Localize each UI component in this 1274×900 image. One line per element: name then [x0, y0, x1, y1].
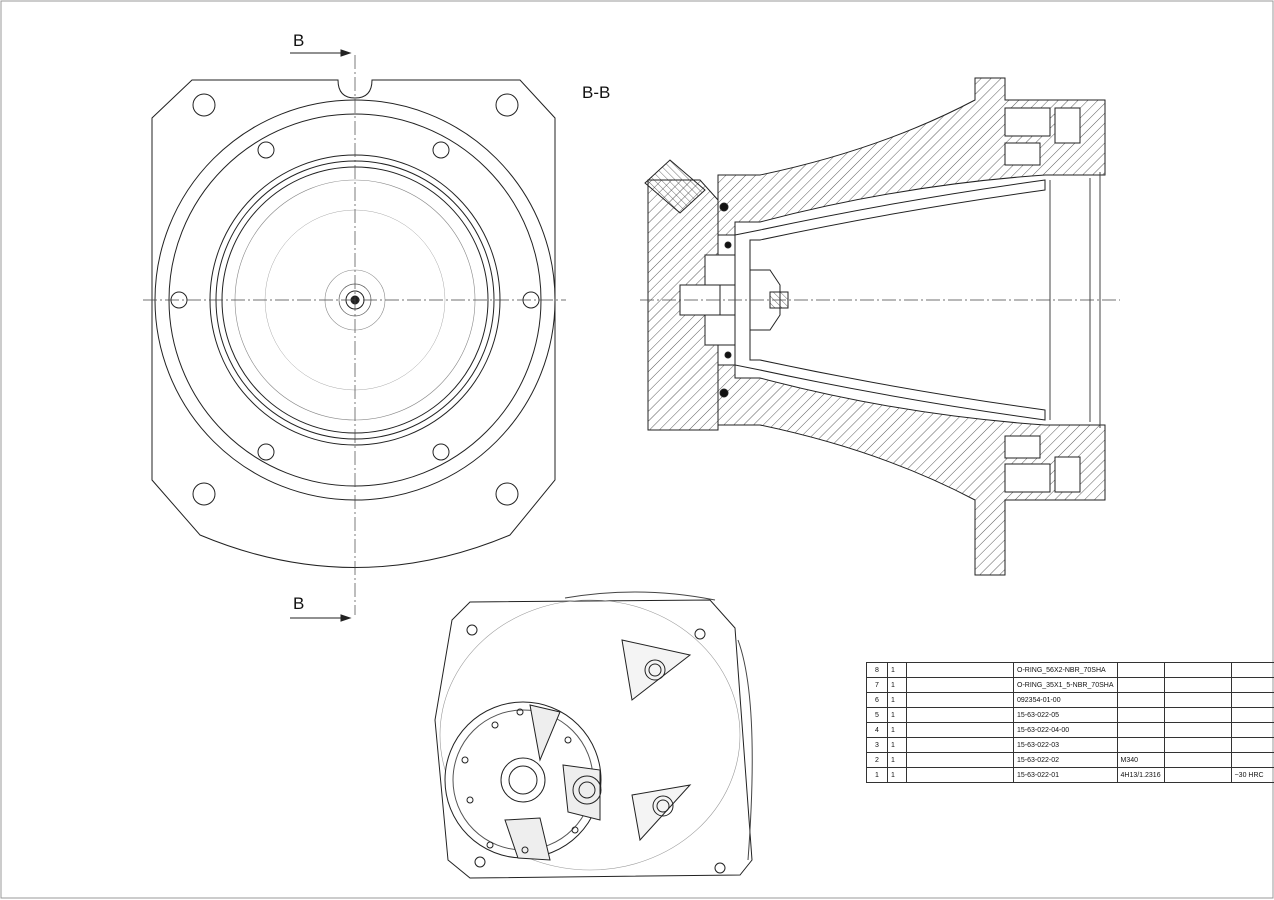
parts-list-cell-material: M340	[1116, 752, 1165, 768]
parts-list-cell-qty: 1	[887, 677, 907, 693]
parts-list-cell-material	[1116, 662, 1165, 678]
parts-list-cell-note	[1230, 737, 1274, 753]
parts-list-cell-name	[906, 707, 1014, 723]
parts-list-cell-name	[906, 767, 1014, 783]
parts-list-cell-pos: 1	[866, 767, 888, 783]
section-marker-top: B	[293, 31, 305, 50]
parts-list-cell-note: ~30 HRC	[1230, 767, 1274, 783]
parts-list-cell-extra	[1163, 707, 1232, 723]
parts-list-cell-qty: 1	[887, 722, 907, 738]
parts-list-cell-note	[1230, 722, 1274, 738]
parts-list-cell-qty: 1	[887, 737, 907, 753]
parts-list-cell-qty: 1	[887, 707, 907, 723]
housing-lower-wall	[717, 364, 1106, 576]
parts-list-cell-id: O-RING_35X1_5-NBR_70SHA	[1013, 677, 1118, 693]
parts-list-cell-pos: 8	[866, 662, 888, 678]
parts-list-cell-pos: 4	[866, 722, 888, 738]
parts-list-cell-extra	[1163, 752, 1232, 768]
parts-list-cell-name	[906, 752, 1014, 768]
section-view	[640, 77, 1120, 576]
parts-list-cell-material	[1116, 677, 1165, 693]
parts-list-cell-pos: 3	[866, 737, 888, 753]
parts-list-cell-name	[906, 677, 1014, 693]
isometric-view	[434, 591, 753, 879]
parts-list-cell-name	[906, 722, 1014, 738]
flange-outline	[151, 79, 556, 568]
bolt-hole	[495, 482, 519, 506]
parts-list-cell-id: O-RING_56X2-NBR_70SHA	[1013, 662, 1118, 678]
parts-list-cell-extra	[1163, 722, 1232, 738]
parts-list-cell-qty: 1	[887, 767, 907, 783]
parts-list-cell-name	[906, 737, 1014, 753]
parts-list-cell-pos: 2	[866, 752, 888, 768]
parts-list-cell-note	[1230, 752, 1274, 768]
parts-list-cell-qty: 1	[887, 662, 907, 678]
o-ring	[719, 388, 729, 398]
parts-list-cell-id: 15-63-022-01	[1013, 767, 1118, 783]
bolt-hole	[495, 93, 519, 117]
o-ring	[719, 202, 729, 212]
parts-list-cell-id: 15-63-022-04-00	[1013, 722, 1118, 738]
parts-list-cell-note	[1230, 662, 1274, 678]
parts-list-cell-id: 15-63-022-05	[1013, 707, 1118, 723]
parts-list-cell-name	[906, 692, 1014, 708]
conical-insert	[734, 179, 1046, 421]
parts-list-cell-extra	[1163, 662, 1232, 678]
wedge-pocket	[631, 784, 692, 842]
parts-list-cell-note	[1230, 707, 1274, 723]
parts-list-cell-material	[1116, 737, 1165, 753]
parts-list-cell-qty: 1	[887, 692, 907, 708]
parts-list-cell-extra	[1163, 692, 1232, 708]
parts-list-cell-material	[1116, 707, 1165, 723]
parts-list-cell-qty: 1	[887, 752, 907, 768]
parts-list-cell-id: 15-63-022-03	[1013, 737, 1118, 753]
parts-list-cell-extra	[1163, 737, 1232, 753]
parts-list-cell-pos: 6	[866, 692, 888, 708]
parts-list-cell-pos: 7	[866, 677, 888, 693]
parts-list-cell-material: 4H13/1.2316	[1116, 767, 1165, 783]
housing-upper-wall	[717, 77, 1106, 236]
parts-list-cell-pos: 5	[866, 707, 888, 723]
parts-list-cell-material	[1116, 722, 1165, 738]
parts-list-cell-id: 092354-01-00	[1013, 692, 1118, 708]
parts-list-cell-extra	[1163, 677, 1232, 693]
parts-list-cell-extra	[1163, 767, 1232, 783]
section-marker-bottom: B	[293, 594, 305, 613]
parts-list-cell-id: 15-63-022-02	[1013, 752, 1118, 768]
bolt-hole	[192, 482, 216, 506]
section-view-title: B-B	[582, 83, 611, 102]
bolt-hole	[192, 93, 216, 117]
front-view	[143, 49, 566, 622]
parts-list-cell-note	[1230, 677, 1274, 693]
parts-list-cell-name	[906, 662, 1014, 678]
parts-list-cell-note	[1230, 692, 1274, 708]
parts-list-cell-material	[1116, 692, 1165, 708]
